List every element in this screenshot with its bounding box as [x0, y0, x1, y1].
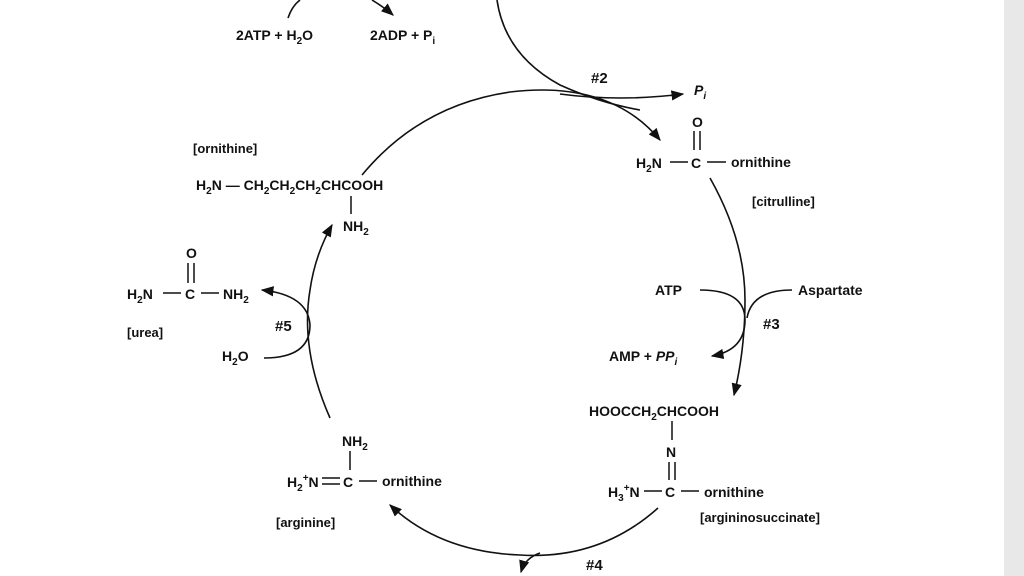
step2-incoming-curve [496, 0, 641, 111]
citrulline-amine: H2N [636, 155, 662, 175]
top-reactants: 2ATP + H2O [236, 27, 313, 47]
top-mid-arrow [371, 0, 394, 16]
step-4-label: #4 [586, 557, 603, 574]
step5-water: H2O [222, 348, 249, 368]
arginine-carbon: C [343, 474, 353, 490]
step-5-label: #5 [275, 318, 292, 335]
step3-products: AMP + PPi [609, 348, 678, 368]
citrulline-name: [citrulline] [752, 194, 815, 209]
step4-fumarate-arrow [519, 552, 541, 574]
cycle-arc-citrulline-to-argininosuccinate [709, 177, 746, 397]
step5-curve [260, 286, 311, 359]
argininosuccinate-top: HOOCCH2CHCOOH [589, 403, 719, 423]
argininosuccinate-carbon: C [665, 484, 675, 500]
step3-atp-curve [699, 289, 746, 359]
citrulline-carbon: C [691, 155, 701, 171]
cycle-arc-argininosuccinate-to-arginine [389, 504, 659, 557]
top-products: 2ADP + Pi [370, 27, 435, 47]
arginine-amine: H2+N [287, 473, 319, 494]
arginine-top: NH2 [342, 433, 368, 453]
ornithine-name: [ornithine] [193, 141, 257, 156]
argininosuccinate-nitrogen: N [666, 444, 676, 460]
arginine-name: [arginine] [276, 515, 335, 530]
step2-pi-arrow [559, 90, 685, 101]
argininosuccinate-substituent: ornithine [704, 484, 764, 500]
argininosuccinate-amine: H3+N [608, 483, 640, 504]
step-3-label: #3 [763, 316, 780, 333]
ornithine-chain: H2N — CH2CH2CH2CHCOOH [196, 177, 383, 197]
argininosuccinate-name: [argininosuccinate] [700, 510, 820, 525]
top-left-curve [287, 0, 301, 19]
step3-aspartate-curve [746, 289, 793, 319]
citrulline-carbonyl-o: O [692, 114, 703, 130]
ornithine-alpha-amine: NH2 [343, 218, 369, 238]
citrulline-substituent: ornithine [731, 154, 791, 170]
arginine-substituent: ornithine [382, 473, 442, 489]
step3-atp: ATP [655, 282, 682, 298]
urea-left-amine: H2N [127, 286, 153, 306]
urea-carbonyl-o: O [186, 245, 197, 261]
cycle-arc-ornithine-to-citrulline [361, 89, 661, 176]
step-2-label: #2 [591, 70, 608, 87]
step3-aspartate: Aspartate [798, 282, 863, 298]
urea-carbon: C [185, 286, 195, 302]
urea-name: [urea] [127, 325, 163, 340]
cycle-arc-arginine-to-ornithine [306, 223, 333, 419]
urea-right-amine: NH2 [223, 286, 249, 306]
step2-pi: Pi [694, 82, 706, 102]
